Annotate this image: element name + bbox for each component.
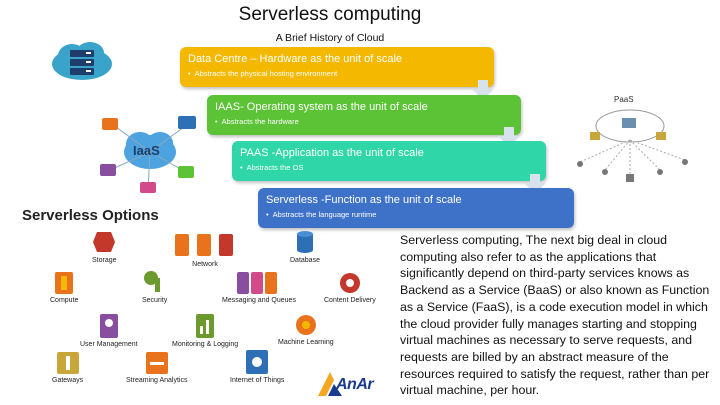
option-compute: Compute <box>50 272 78 304</box>
machine-learning-icon <box>295 315 316 335</box>
step-heading: Data Centre – Hardware as the unit of sc… <box>188 53 403 65</box>
down-arrow-icon <box>524 174 546 194</box>
option-machine-learning: Machine Learning <box>278 314 334 346</box>
down-arrow-icon <box>472 80 494 100</box>
option-security: Security <box>142 270 167 304</box>
history-step-paas: PAAS -Application as the unit of scale A… <box>232 141 546 181</box>
step-bullet: Abstracts the language runtime <box>258 206 574 219</box>
step-bullet: Abstracts the hardware <box>207 113 521 126</box>
iaas-label: IaaS <box>133 143 160 158</box>
history-step-iaas: IAAS- Operating system as the unit of sc… <box>207 95 521 135</box>
user-management-icon <box>99 314 118 338</box>
database-icon <box>296 231 313 253</box>
description-paragraph: Serverless computing, The next big deal … <box>400 233 710 398</box>
history-step-serverless: Serverless -Function as the unit of scal… <box>258 188 574 228</box>
option-user-management: User Management <box>80 314 138 348</box>
network-icon <box>175 234 233 256</box>
option-monitoring: Monitoring & Logging <box>172 314 238 348</box>
slide-subtitle: A Brief History of Cloud <box>275 32 385 44</box>
option-gateways: Gateways <box>52 352 83 384</box>
server-cloud-icon <box>50 40 114 87</box>
anar-logo-icon <box>316 370 386 398</box>
history-step-data-centre: Data Centre – Hardware as the unit of sc… <box>180 47 494 87</box>
option-storage: Storage <box>92 230 117 264</box>
step-bullet: Abstracts the OS <box>232 159 546 172</box>
step-bullet: Abstracts the physical hosting environme… <box>180 65 494 78</box>
option-database: Database <box>290 230 320 264</box>
gateway-icon <box>56 352 79 374</box>
compute-icon <box>55 272 74 294</box>
iot-icon <box>246 350 269 374</box>
security-icon <box>143 271 160 292</box>
step-heading: IAAS- Operating system as the unit of sc… <box>215 101 428 113</box>
iaas-cloud-icon <box>100 110 200 200</box>
storage-icon <box>93 232 116 252</box>
step-heading: PAAS -Application as the unit of scale <box>240 147 424 159</box>
option-network: Network <box>175 230 235 268</box>
option-streaming: Streaming Analytics <box>126 352 187 384</box>
step-heading: Serverless -Function as the unit of scal… <box>266 194 462 206</box>
option-iot: Internet of Things <box>230 350 284 384</box>
messaging-icon <box>236 272 277 294</box>
paas-label: PaaS <box>614 95 634 104</box>
option-messaging: Messaging and Queues <box>222 272 296 304</box>
serverless-options-title: Serverless Options <box>22 207 159 224</box>
content-delivery-icon <box>339 273 360 293</box>
option-content-delivery: Content Delivery <box>324 272 376 304</box>
paas-network-icon <box>560 100 700 195</box>
monitoring-icon <box>196 314 215 338</box>
slide-title: Serverless computing <box>238 4 422 25</box>
down-arrow-icon <box>498 127 520 147</box>
logo-text: AnAr <box>336 376 374 393</box>
streaming-analytics-icon <box>145 352 168 374</box>
